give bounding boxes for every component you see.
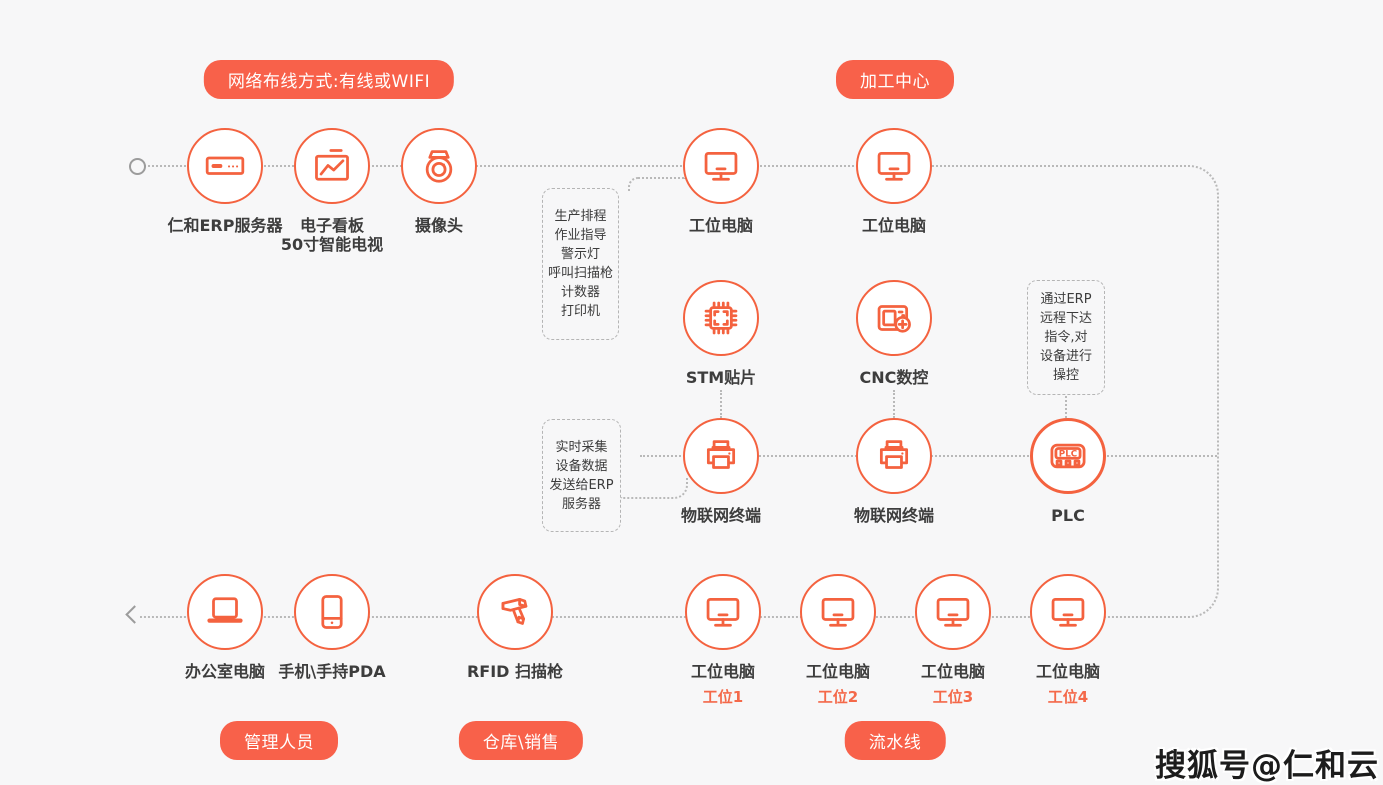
tag-assembly-line: 流水线 bbox=[844, 721, 946, 760]
callout-line: 生产排程 bbox=[554, 209, 607, 224]
callout-erp-remote-control: 通过ERP 远程下达 指令,对 设备进行 操控 bbox=[1027, 280, 1105, 395]
workstation-monitor-icon bbox=[704, 151, 738, 181]
node-station-pc-4: 工位电脑 工位4 bbox=[988, 574, 1148, 707]
callout-line: 警示灯 bbox=[560, 247, 600, 262]
node-label: CNC数控 bbox=[859, 368, 929, 387]
workstation-monitor-icon bbox=[936, 597, 970, 627]
callout-line: 操控 bbox=[1052, 368, 1079, 383]
node-station-pc-3: 工位电脑 工位3 bbox=[873, 574, 1033, 707]
station-number-label: 工位4 bbox=[1047, 688, 1089, 706]
node-label: STM贴片 bbox=[685, 368, 757, 387]
node-label: 工位电脑 bbox=[688, 216, 753, 235]
node-rfid-scanner: RFID 扫描枪 bbox=[435, 574, 595, 680]
main-loop-dotted-line bbox=[140, 165, 1219, 618]
callout-line: 打印机 bbox=[560, 304, 600, 319]
tag-managers: 管理人员 bbox=[220, 721, 338, 760]
watermark-text: 搜狐号@仁和云 bbox=[1155, 748, 1379, 784]
node-iot-terminal-2: 物联网终端 bbox=[814, 418, 974, 524]
callout-line: 通过ERP bbox=[1040, 292, 1092, 307]
callout-production-functions: 生产排程 作业指导 警示灯 呼叫扫描枪 计数器 打印机 bbox=[542, 188, 619, 340]
node-label: 物联网终端 bbox=[853, 506, 934, 525]
node-label: 工位电脑 bbox=[920, 662, 985, 681]
node-station-pc-2: 工位电脑 工位2 bbox=[758, 574, 918, 707]
iot-printer-icon bbox=[706, 440, 736, 469]
erp-to-plc-connector bbox=[1065, 396, 1067, 418]
callout-realtime-collect: 实时采集 设备数据 发送给ERP 服务器 bbox=[542, 419, 621, 532]
node-camera: 摄像头 bbox=[359, 128, 519, 234]
node-handheld-pda: 手机\手持PDA bbox=[252, 574, 412, 680]
node-office-pc: 办公室电脑 bbox=[145, 574, 305, 680]
callout-line: 作业指导 bbox=[554, 228, 607, 243]
node-workstation-pc-2: 工位电脑 bbox=[814, 128, 974, 234]
tag-warehouse-sales: 仓库\销售 bbox=[458, 721, 584, 760]
cnc-to-iot-connector bbox=[893, 390, 895, 418]
node-label: 工位电脑 bbox=[805, 662, 870, 681]
node-label: 摄像头 bbox=[414, 216, 463, 235]
plc-device-icon: PLC bbox=[1050, 443, 1086, 469]
laptop-icon bbox=[207, 597, 243, 623]
node-iot-terminal-1: 物联网终端 bbox=[641, 418, 801, 524]
workstation-monitor-icon bbox=[877, 151, 911, 181]
iot-printer-icon bbox=[879, 440, 909, 469]
handheld-pda-icon bbox=[321, 595, 343, 629]
node-label: PLC bbox=[1051, 506, 1085, 525]
node-label: 电子看板 bbox=[299, 216, 364, 235]
node-workstation-pc-1: 工位电脑 bbox=[641, 128, 801, 234]
callout-line: 服务器 bbox=[561, 496, 601, 512]
node-label: 手机\手持PDA bbox=[278, 662, 386, 681]
collect-callout-connector bbox=[620, 477, 688, 499]
node-label: 仁和ERP服务器 bbox=[167, 216, 283, 235]
workstation-monitor-icon bbox=[821, 597, 855, 627]
node-label: 工位电脑 bbox=[1035, 662, 1100, 681]
node-stm: STM贴片 bbox=[641, 280, 801, 386]
rfid-scanner-icon bbox=[501, 597, 528, 625]
node-label: 办公室电脑 bbox=[184, 662, 265, 681]
node-station-pc-1: 工位电脑 工位1 bbox=[643, 574, 803, 707]
tag-processing-center: 加工中心 bbox=[836, 60, 954, 99]
node-cnc: CNC数控 bbox=[814, 280, 974, 386]
node-dashboard-tv: 电子看板 50寸智能电视 bbox=[252, 128, 412, 253]
station-number-label: 工位3 bbox=[932, 688, 974, 706]
line-start-marker bbox=[129, 158, 146, 175]
node-label: 工位电脑 bbox=[690, 662, 755, 681]
callout-line: 远程下达 bbox=[1039, 311, 1092, 326]
callout-line: 设备数据 bbox=[555, 458, 608, 474]
plc-icon-text: PLC bbox=[1059, 450, 1077, 460]
node-label: 物联网终端 bbox=[680, 506, 761, 525]
callout-line: 设备进行 bbox=[1039, 349, 1092, 364]
erp-server-icon bbox=[205, 156, 245, 175]
callout-line: 呼叫扫描枪 bbox=[547, 266, 613, 281]
station-number-label: 工位1 bbox=[702, 688, 744, 706]
stm-to-iot-connector bbox=[720, 390, 722, 418]
production-callout-connector bbox=[628, 177, 686, 192]
cnc-machine-icon bbox=[877, 305, 911, 333]
node-label: RFID 扫描枪 bbox=[466, 662, 564, 681]
callout-line: 指令,对 bbox=[1044, 330, 1088, 345]
camera-icon bbox=[425, 150, 453, 183]
workstation-monitor-icon bbox=[1051, 597, 1085, 627]
station-number-label: 工位2 bbox=[817, 688, 859, 706]
callout-line: 计数器 bbox=[560, 285, 600, 300]
chip-icon bbox=[704, 301, 738, 335]
callout-line: 发送给ERP bbox=[549, 477, 614, 493]
node-label-line2: 50寸智能电视 bbox=[280, 235, 384, 254]
dashboard-tv-icon bbox=[315, 149, 349, 181]
callout-line: 实时采集 bbox=[555, 439, 608, 455]
workstation-monitor-icon bbox=[706, 597, 740, 627]
node-label: 工位电脑 bbox=[861, 216, 926, 235]
tag-network-mode: 网络布线方式:有线或WIFI bbox=[203, 60, 455, 99]
node-plc: PLC PLC bbox=[988, 418, 1148, 524]
node-erp-server: 仁和ERP服务器 bbox=[145, 128, 305, 234]
